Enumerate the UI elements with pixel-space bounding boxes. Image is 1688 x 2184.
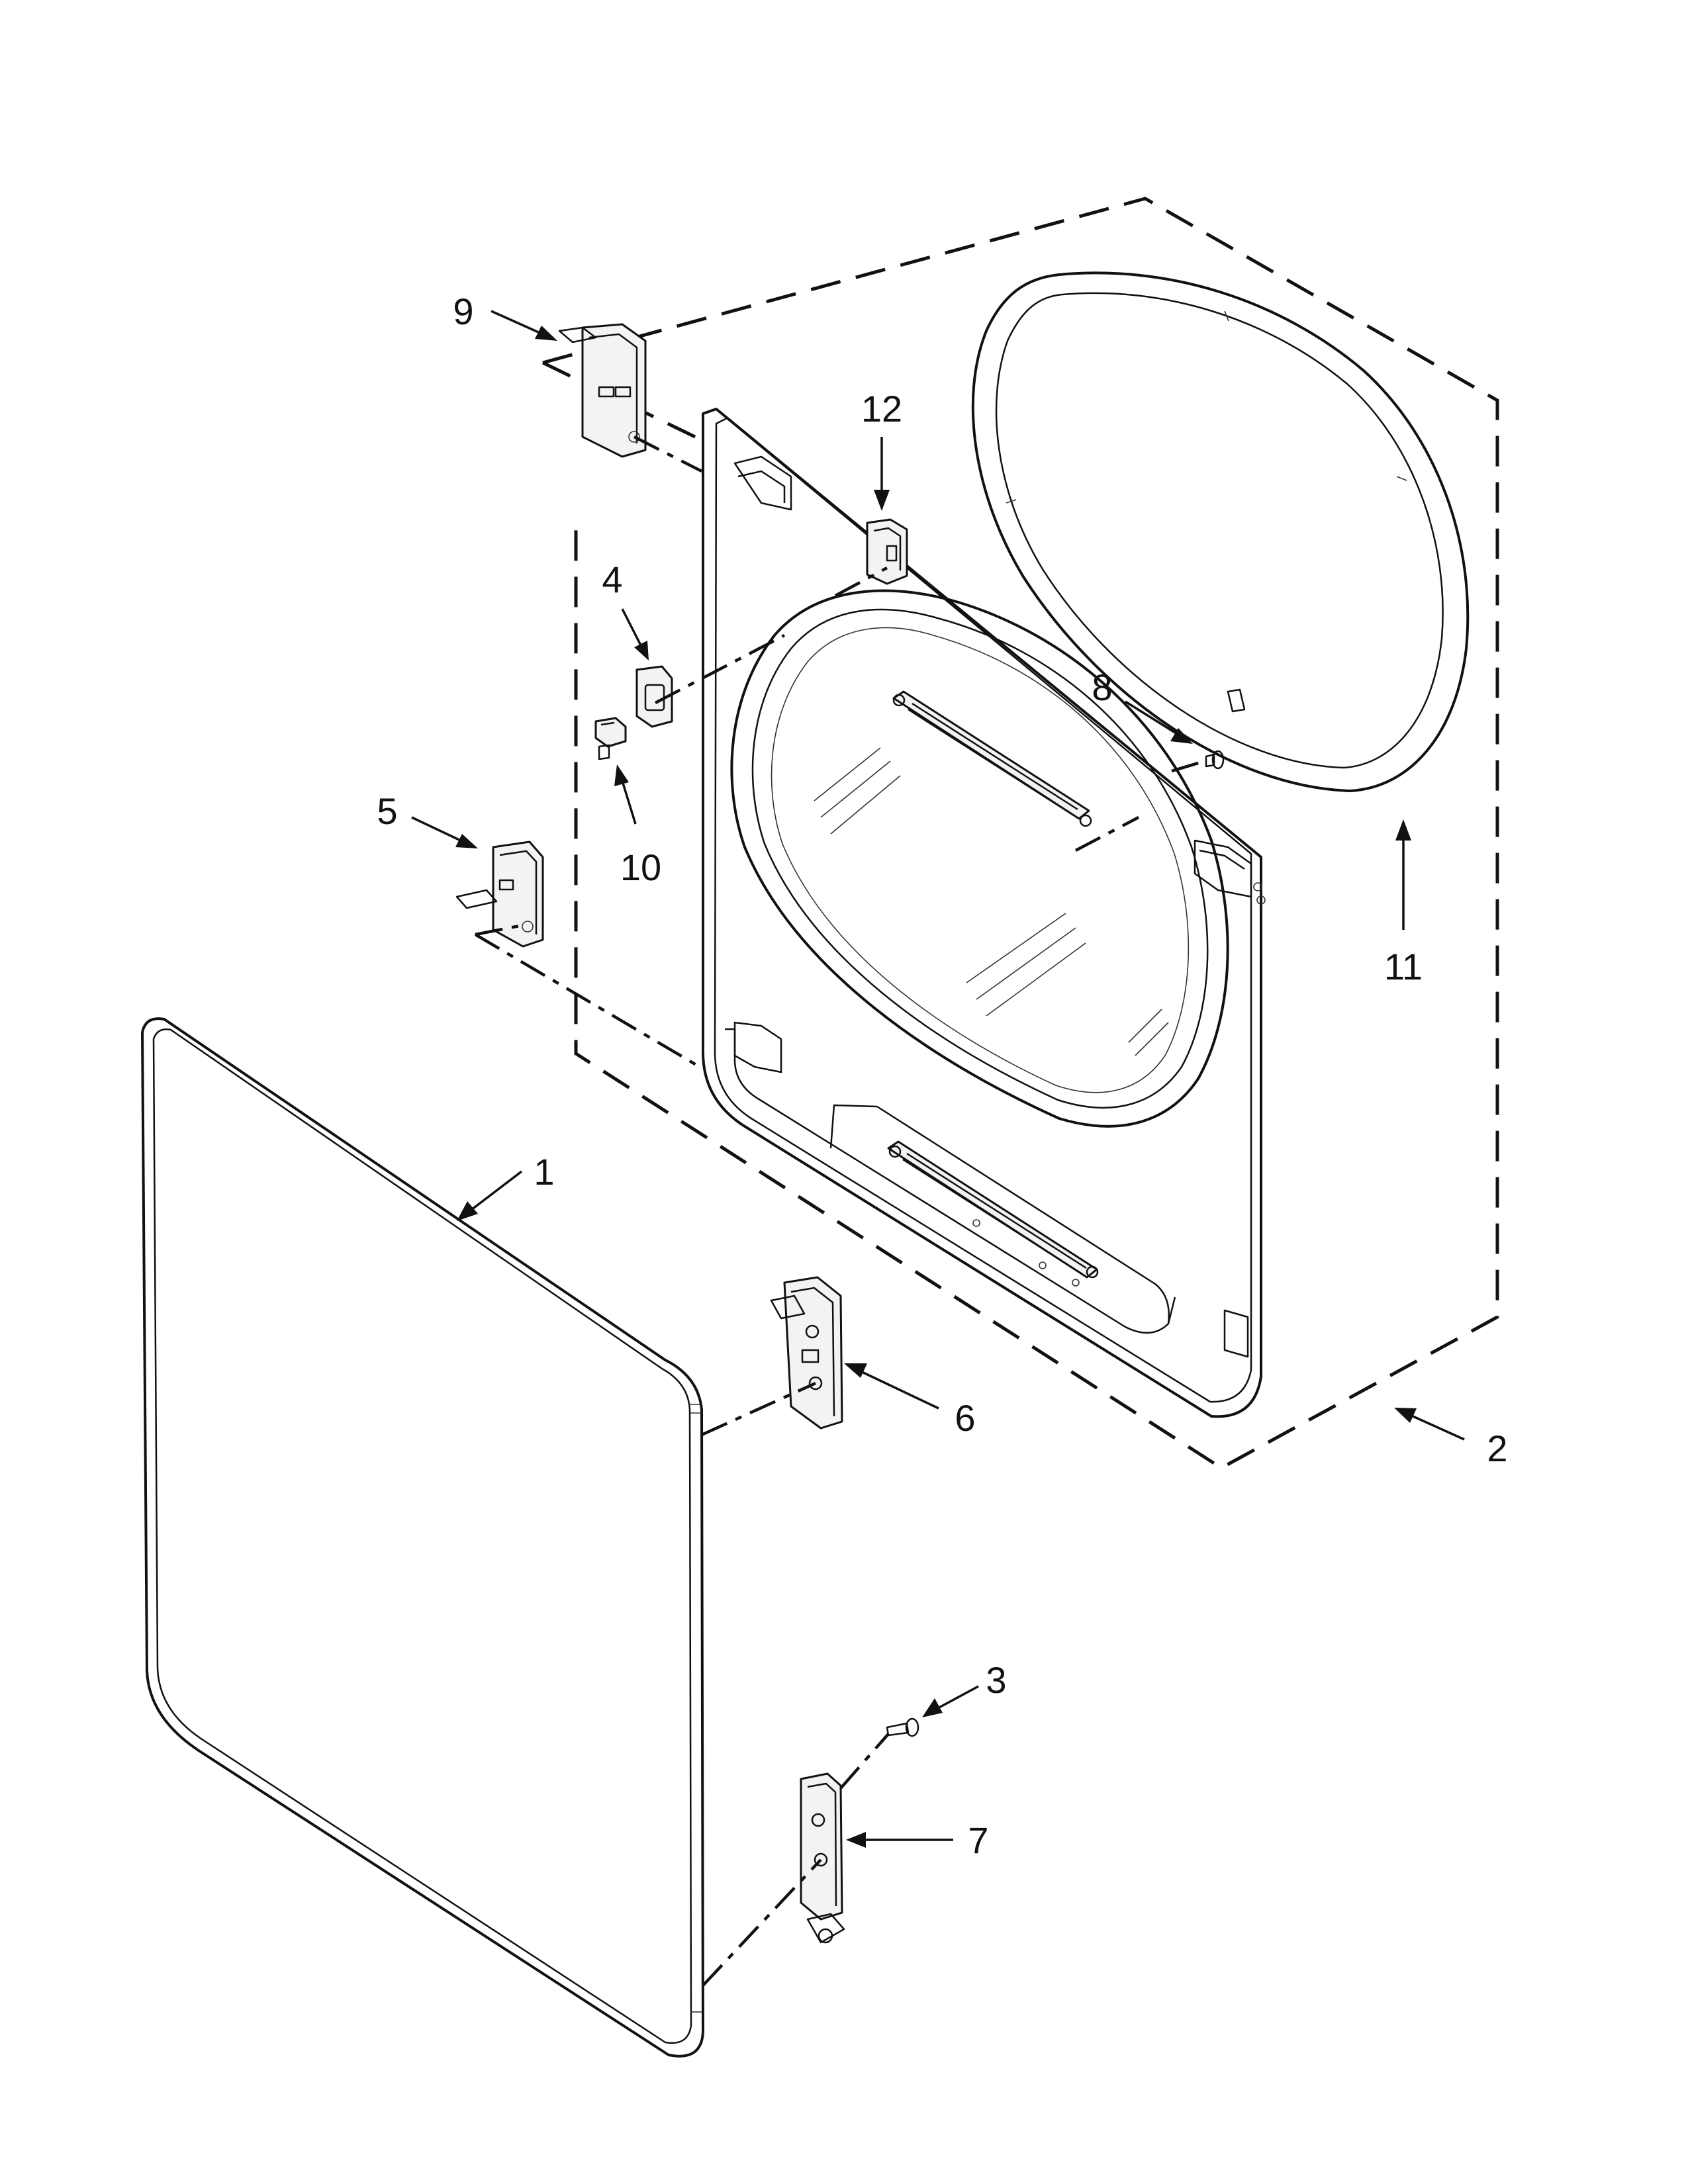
leader-arrows [411,310,1465,1848]
door-seal-gasket [971,271,1470,792]
callout-6: 6 [955,1397,975,1439]
assembly-lines [474,435,1205,1987]
screw-3 [886,1717,919,1737]
latch-strike-4 [635,665,673,728]
door-hinge-7 [800,1772,845,1944]
callout-labels: 9 12 4 8 5 10 11 1 6 2 3 7 [377,291,1507,1861]
callout-11: 11 [1384,946,1423,987]
callout-3: 3 [986,1659,1006,1701]
outer-door-panel [141,1017,704,2058]
callout-9: 9 [453,291,473,332]
callout-1: 1 [534,1151,554,1193]
callout-12: 12 [861,388,902,430]
hinge-bracket-9 [558,323,647,458]
door-hinge-6 [770,1276,843,1430]
cabinet-front-panel [702,408,1266,1418]
hinge-bracket-5 [455,841,544,948]
callout-4: 4 [602,559,622,600]
assembly-outline-dashed [541,197,1499,1470]
screw-8 [1205,750,1225,770]
callout-8: 8 [1092,666,1112,708]
callout-7: 7 [968,1819,988,1861]
hinge-receiver-12 [866,518,908,585]
callout-5: 5 [377,790,397,832]
callout-2: 2 [1487,1428,1507,1469]
latch-clip-10 [594,717,627,760]
callout-10: 10 [620,846,661,888]
